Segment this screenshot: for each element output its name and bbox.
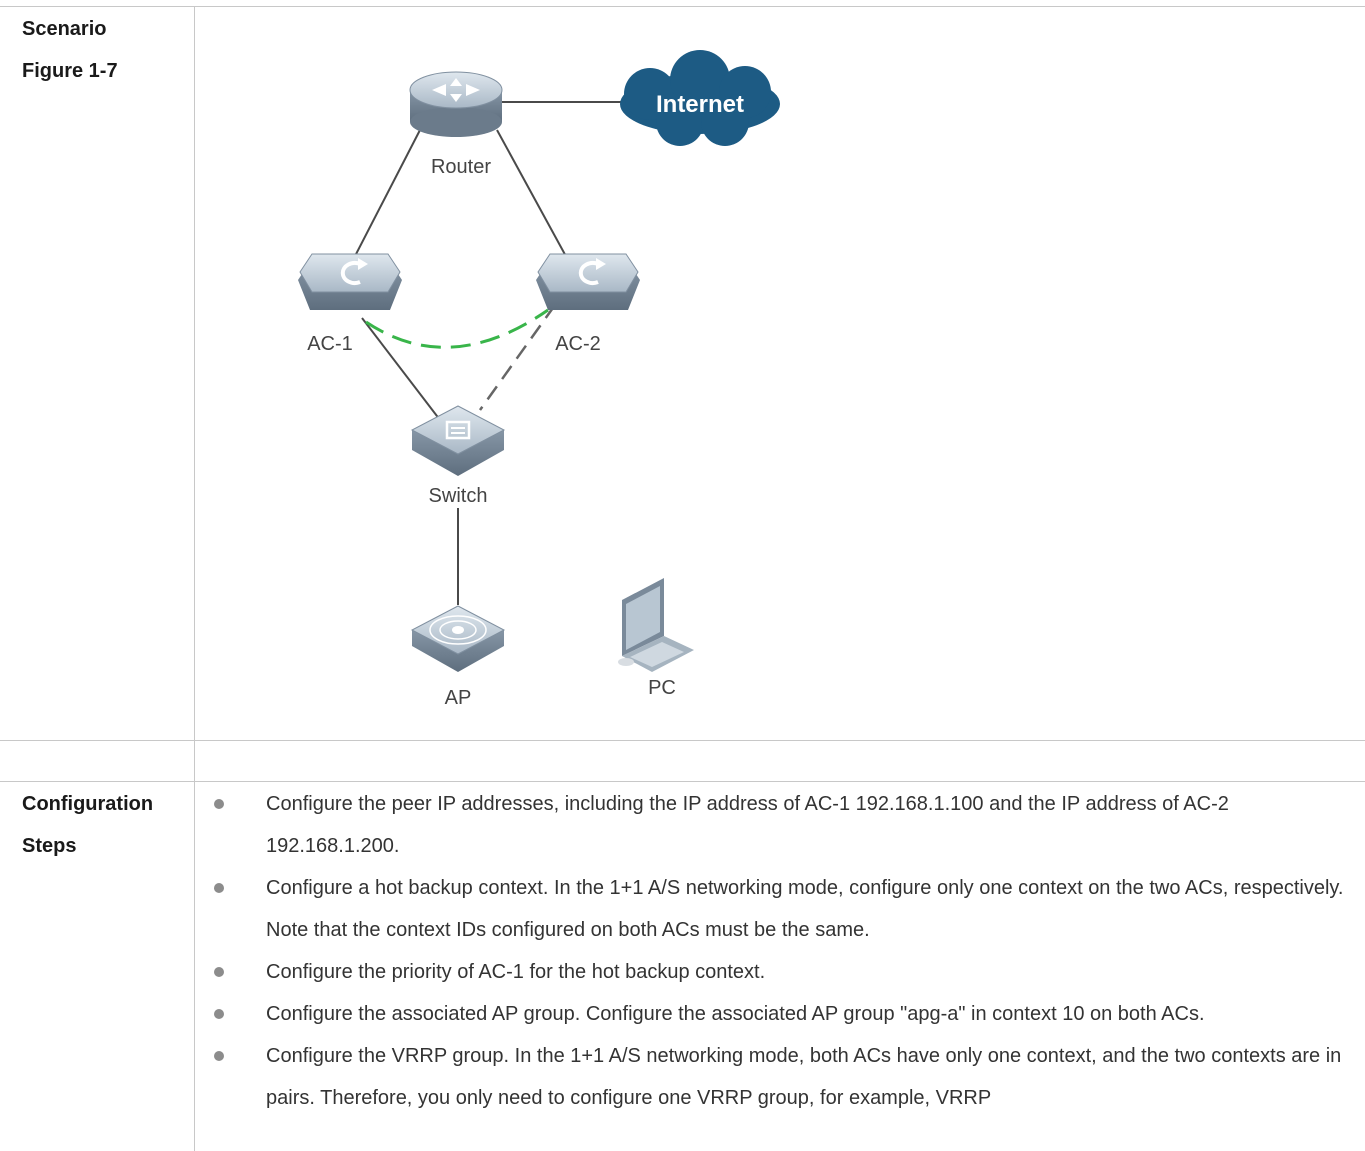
ap-label: AP [445,687,472,709]
row-divider-1 [0,740,1365,741]
configuration-steps-list: Configure the peer IP addresses, includi… [214,783,1354,1119]
list-item: Configure the VRRP group. In the 1+1 A/S… [214,1035,1354,1119]
pc-laptop-icon [618,578,694,672]
configuration-label: Configuration [22,793,154,815]
link-router-ac2 [496,129,569,261]
internet-label: Internet [656,91,744,118]
figure-label: Figure 1-7 [22,60,118,82]
step-text: Configure the VRRP group. In the 1+1 A/S… [266,1045,1342,1109]
router-label: Router [431,156,491,178]
row-divider-2 [0,781,1365,782]
table-column-divider [194,6,195,1151]
list-item: Configure the peer IP addresses, includi… [214,783,1354,867]
step-text: Configure the associated AP group. Confi… [266,1003,1205,1025]
table-top-border [0,6,1365,7]
step-text: Configure the priority of AC-1 for the h… [266,961,766,983]
ac1-label: AC-1 [307,333,353,355]
bullet-icon [214,967,224,977]
switch-label: Switch [429,485,488,507]
bullet-icon [214,1009,224,1019]
ac1-controller-icon [298,253,402,310]
ac2-label: AC-2 [555,333,601,355]
scenario-label: Scenario [22,18,107,40]
network-links [352,101,625,605]
list-item: Configure the priority of AC-1 for the h… [214,951,1354,993]
bullet-icon [214,1051,224,1061]
steps-label: Steps [22,835,77,857]
ac2-controller-icon [536,253,640,310]
hot-backup-link [365,308,549,349]
router-icon [409,71,503,137]
link-ac2-switch-backup [478,304,557,411]
list-item: Configure the associated AP group. Confi… [214,993,1354,1035]
internet-cloud-icon [620,50,780,146]
step-text: Configure a hot backup context. In the 1… [266,877,1344,941]
switch-icon [410,405,506,476]
link-ac1-switch [361,317,441,421]
bullet-icon [214,883,224,893]
network-diagram: Router Internet AC-1 AC-2 Switch [298,50,780,709]
link-router-ac1 [352,129,421,261]
bullet-icon [214,799,224,809]
pc-label: PC [648,677,676,699]
step-text: Configure the peer IP addresses, includi… [266,793,1229,857]
ap-icon [410,605,506,672]
list-item: Configure a hot backup context. In the 1… [214,867,1354,951]
